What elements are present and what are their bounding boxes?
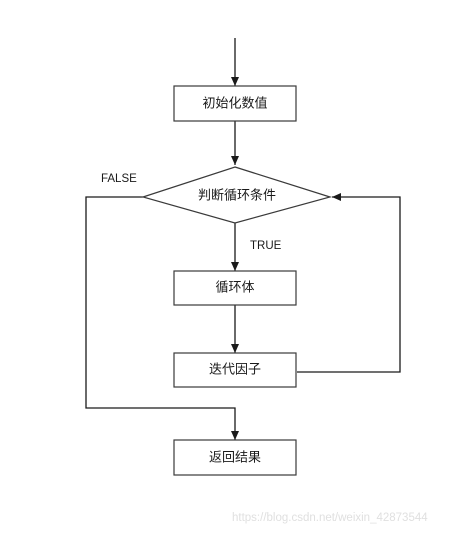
init-box <box>173 85 297 122</box>
condition-diamond <box>140 166 333 224</box>
iterate-label: 迭代因子 <box>209 363 261 378</box>
init-label: 初始化数值 <box>202 96 267 112</box>
false-edge-label: FALSE <box>101 173 137 185</box>
condition-label: 判断循环条件 <box>198 188 276 204</box>
result-box <box>173 439 297 476</box>
iterate-loop-back-arrow <box>297 193 401 373</box>
loop-body-box <box>173 270 297 306</box>
iterate-box <box>173 352 297 388</box>
true-edge-label: TRUE <box>250 240 282 252</box>
watermark: https://blog.csdn.net/weixin_42873544 <box>232 512 428 524</box>
false-exit-arrow <box>85 196 239 440</box>
result-label: 返回结果 <box>209 451 261 466</box>
loop-body-label: 循环体 <box>215 281 254 296</box>
